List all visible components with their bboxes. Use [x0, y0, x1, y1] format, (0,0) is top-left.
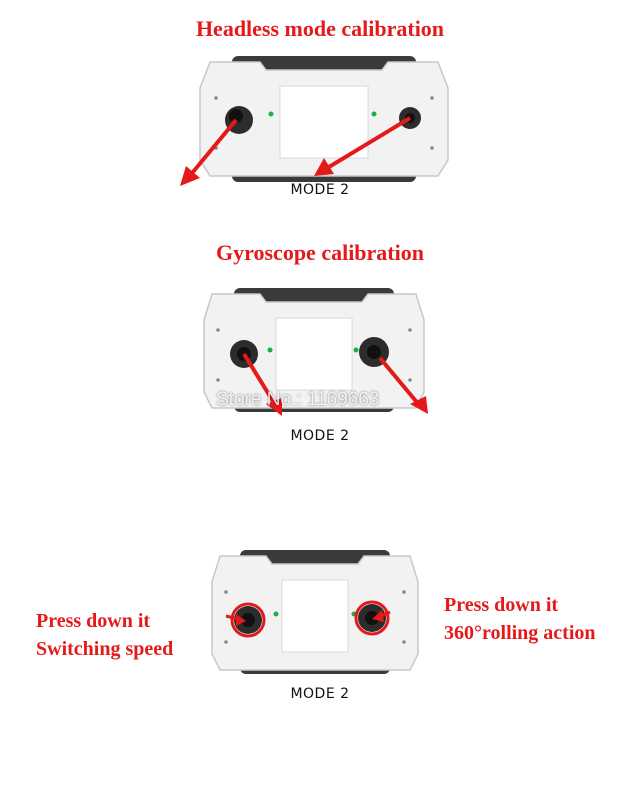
arrows-down-left: [180, 116, 412, 186]
controller-image-3: [211, 550, 419, 674]
arrows-down-right: [242, 352, 428, 416]
callout-right-line2: 360°rolling action: [444, 622, 596, 644]
store-watermark: Store No.: 1169663: [216, 389, 380, 410]
callout-left: Press down it Switching speed: [36, 607, 173, 663]
mode-label-3: MODE 2: [290, 686, 350, 702]
callout-left-line1: Press down it: [36, 610, 151, 632]
press-indicators: [225, 600, 391, 638]
mode-label-1: MODE 2: [290, 182, 350, 198]
mode-label-2: MODE 2: [290, 428, 350, 444]
headless-calibration-title: Headless mode calibration: [195, 16, 445, 41]
gyroscope-calibration-title: Gyroscope calibration: [216, 240, 424, 265]
callout-right-line1: Press down it: [444, 594, 559, 616]
callout-left-line2: Switching speed: [36, 638, 174, 660]
callout-right: Press down it 360°rolling action: [444, 591, 596, 647]
